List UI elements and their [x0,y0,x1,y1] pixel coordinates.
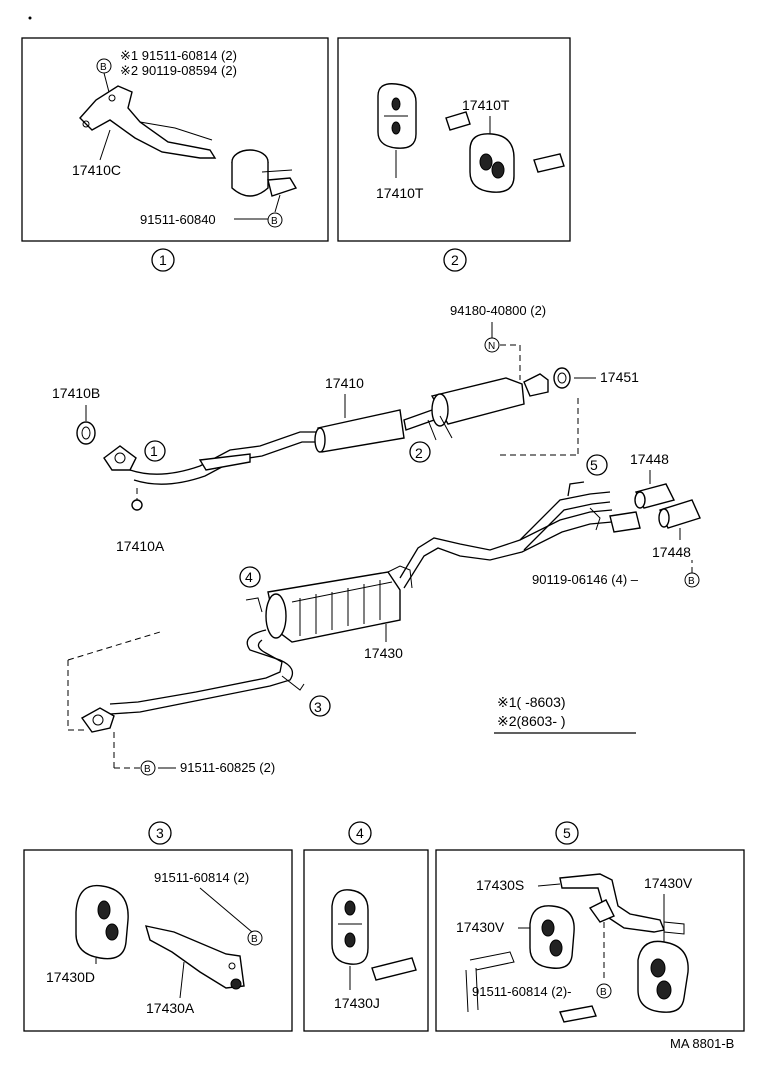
label-17448-top: 17448 [630,451,669,467]
rear-flange [80,707,115,733]
box2-number-text: 2 [451,252,459,268]
bubble-b [140,760,156,776]
legend: ※1( -8603) ※2(8603- ) [494,694,636,734]
bubble-b-text: B [600,987,607,998]
bubble-b-text: B [144,764,151,775]
bubble-b-text: B [100,62,107,73]
box1-number-text: 1 [159,252,167,268]
callout-1: 1 [150,443,158,459]
box-2: 17410T 17410T 2 [337,37,571,272]
gasket-17451 [553,367,571,389]
label-17430d: 17430D [46,969,95,985]
box1-number [151,248,175,272]
callout-4: 4 [245,569,253,585]
rubber-17430d [75,884,129,960]
box-5: 5 17430S 17430V 17430V 91511-60814 (2)- … [435,821,745,1032]
bubble-b [596,983,612,999]
label-17410: 17410 [325,375,364,391]
box5-number-text: 5 [563,825,571,841]
label-17410a: 17410A [116,538,165,554]
callout-2: 2 [415,445,423,461]
label-17410t-left: 17410T [376,185,424,201]
bubble-n-text: N [488,341,495,352]
box-3: 3 91511-60814 (2) B 17430D 17430A [23,821,293,1032]
bracket-shape [79,85,217,159]
callout-5: 5 [590,457,598,473]
label-17410c: 17410C [72,162,121,178]
resonator [317,409,405,453]
bubble-b-text: B [251,934,258,945]
label-91511-60825: 91511-60825 (2) [180,760,275,775]
label-17448-bottom: 17448 [652,544,691,560]
label-94180-40800: 94180-40800 (2) [450,303,546,318]
label-17430v-left: 17430V [456,919,505,935]
bubble-b-text: B [271,216,278,227]
label-17430v-right: 17430V [644,875,693,891]
label-17430a: 17430A [146,1000,195,1016]
legend-line-2: ※2(8603- ) [497,713,566,729]
callout-3: 3 [314,699,322,715]
label-17410b: 17410B [52,385,100,401]
label-91511-60814-b5: 91511-60814 (2)- [472,984,572,999]
bubble-b [247,930,263,946]
label-17410t-right: 17410T [462,97,510,113]
rubber-17430j [331,889,369,965]
label-17430: 17430 [364,645,403,661]
box2-number [443,248,467,272]
box4-number [348,821,372,845]
box-4: 4 17430J [303,821,429,1032]
bubble-b [267,212,283,228]
label-91511-60814-b3: 91511-60814 (2) [154,870,249,885]
box1-bolt-2: ※2 90119-08594 (2) [120,63,237,78]
label-17430s: 17430S [476,877,524,893]
box-1: B ※1 91511-60814 (2) ※2 90119-08594 (2) … [21,37,329,272]
box3-number [148,821,172,845]
front-flange [103,445,137,471]
label-91511-60840: 91511-60840 [140,212,216,227]
box4-number-text: 4 [356,825,364,841]
bubble-n [484,337,500,353]
corner-dot [28,16,32,20]
diagram-code: MA 8801-B [670,1036,734,1051]
bubble-b-text: B [688,576,695,587]
label-17451: 17451 [600,369,639,385]
bracket-17430a [145,925,245,989]
label-90119-06146: 90119-06146 (4) – [532,572,639,587]
rubber-17430v-left [529,905,575,969]
box5-number [555,821,579,845]
main-assembly: 94180-40800 (2) N 17410B 1 17410A 17410 [52,303,701,776]
box1-bolt-1: ※1 91511-60814 (2) [120,48,237,63]
legend-line-1: ※1( -8603) [497,694,566,710]
box3-number-text: 3 [156,825,164,841]
label-17430j: 17430J [334,995,380,1011]
gasket-17410b [76,421,96,445]
gasket-17410a [131,499,143,511]
rubber-17430v-right [637,940,689,1013]
